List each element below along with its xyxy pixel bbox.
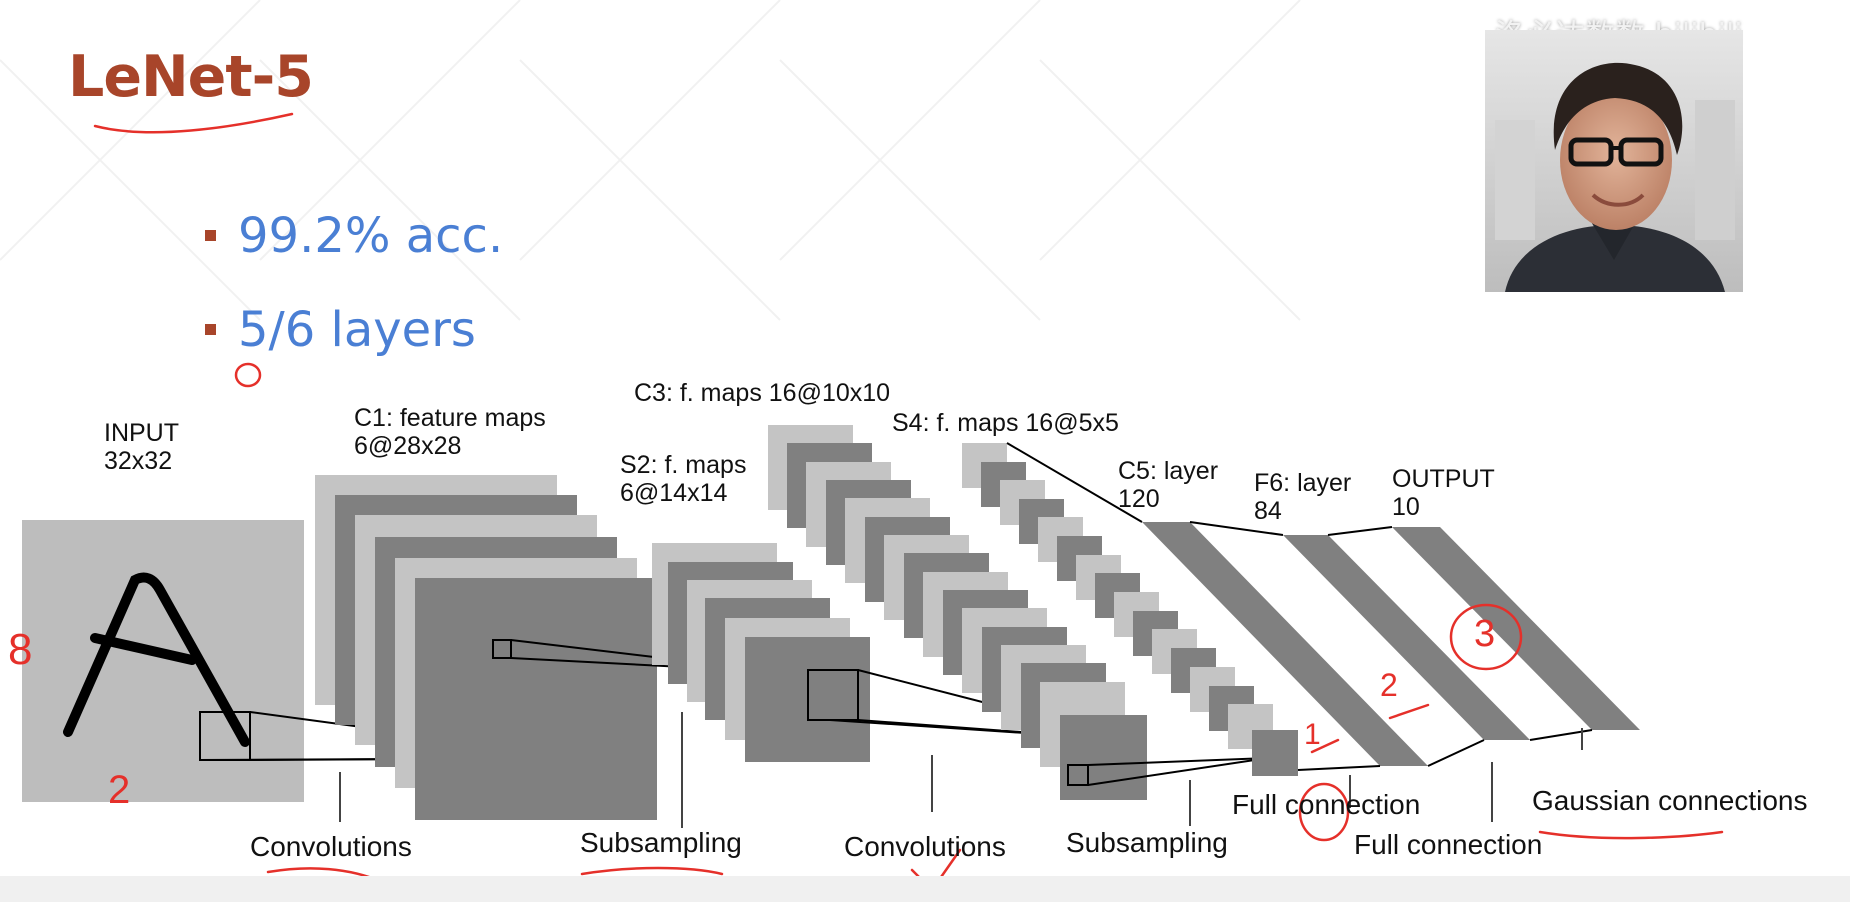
bullet-accuracy: 99.2% acc.	[205, 208, 503, 264]
underline-gaussian	[1538, 830, 1724, 840]
title-underline	[93, 112, 294, 134]
bullet-layers-text: 5/6 layers	[238, 302, 476, 358]
label-c5: C5: layer 120	[1118, 457, 1219, 513]
c3-s4-projection	[1087, 757, 1269, 786]
c1-feature-maps	[315, 475, 657, 820]
label-s4: S4: f. maps 16@5x5	[892, 409, 1119, 437]
c5-layer	[1142, 522, 1428, 766]
fully-connected-layers	[1142, 522, 1640, 766]
dash-mark-1	[1310, 738, 1340, 754]
op-subsampling-1: Subsampling	[580, 827, 742, 858]
annotation-num-3: 3	[1474, 613, 1496, 655]
circle-mark-full-connection	[1298, 782, 1350, 842]
c3-feature-maps	[768, 425, 1147, 800]
label-output: OUTPUT 10	[1392, 465, 1495, 521]
label-input: INPUT 32x32	[104, 419, 179, 475]
op-convolutions-2: Convolutions	[844, 831, 1006, 862]
f6-layer	[1283, 535, 1530, 740]
annotation-num-1: 1	[1304, 718, 1321, 751]
s4-c5-connection	[1006, 442, 1143, 523]
bullet-layers: 5/6 layers	[205, 302, 476, 358]
bullet-marker	[205, 229, 216, 241]
portrait-photo	[1485, 30, 1743, 292]
label-c1: C1: feature maps 6@28x28	[354, 404, 546, 460]
annotation-num-2: 2	[1380, 667, 1398, 703]
bullet-marker	[205, 323, 216, 335]
annotation-digit-2: 2	[108, 768, 131, 812]
op-full-connection-1: Full connection	[1232, 789, 1421, 820]
output-layer	[1392, 527, 1640, 730]
circle-mark-bullet	[234, 362, 262, 388]
op-gaussian-connections: Gaussian connections	[1532, 785, 1808, 816]
bullet-accuracy-text: 99.2% acc.	[238, 208, 504, 264]
op-full-connection-2: Full connection	[1354, 829, 1543, 860]
bottom-strip	[0, 876, 1850, 902]
s2-feature-maps	[652, 543, 870, 762]
op-subsampling-2: Subsampling	[1066, 827, 1228, 858]
s4-feature-maps	[962, 443, 1298, 776]
label-f6: F6: layer 84	[1254, 469, 1352, 525]
op-convolutions-1: Convolutions	[250, 831, 412, 862]
dash-mark-2	[1388, 703, 1430, 720]
input-image	[22, 520, 304, 802]
slide-title: LeNet-5	[68, 44, 314, 110]
underline-subsampling	[580, 866, 724, 876]
label-s2: S2: f. maps 6@14x14	[620, 451, 747, 507]
operation-tick-lines	[339, 712, 1583, 828]
annotation-digit-8: 8	[8, 625, 33, 674]
circle-mark-three	[1449, 603, 1523, 671]
label-c3: C3: f. maps 16@10x10	[634, 379, 891, 407]
